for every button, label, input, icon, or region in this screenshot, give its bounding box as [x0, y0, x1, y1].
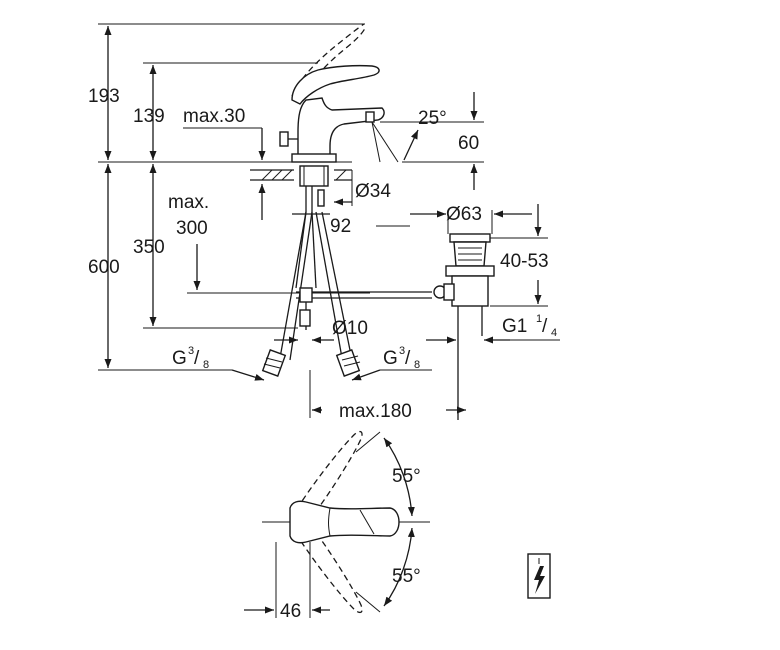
supply-hoses: [279, 186, 432, 361]
svg-text:/: /: [542, 316, 548, 337]
svg-text:/: /: [405, 348, 411, 369]
dimension-max30: max.30: [183, 106, 266, 220]
faucet-base: [291, 153, 337, 163]
label-40-53: 40-53: [500, 251, 549, 272]
label-600: 600: [88, 257, 120, 278]
dimension-40-53: 40-53: [490, 204, 549, 307]
dimension-55-degree-bottom: 55°: [355, 527, 421, 613]
dimension-600: 600: [88, 164, 232, 371]
svg-text:/: /: [194, 348, 200, 369]
faucet-lever-top: [289, 500, 400, 544]
label-max300-line2: 300: [176, 218, 208, 239]
label-92: 92: [330, 216, 351, 237]
dimension-25-degree: 25°: [371, 108, 447, 163]
thread-g114: G1 1 / 4: [426, 313, 560, 344]
dimension-46: 46: [244, 542, 330, 622]
label-139: 139: [133, 106, 165, 127]
label-60: 60: [458, 133, 479, 154]
dimension-193: 193: [88, 23, 365, 160]
svg-text:G: G: [172, 348, 187, 369]
svg-text:G1: G1: [502, 316, 527, 337]
dimension-55-degree-top: 55°: [355, 431, 421, 517]
dimension-max180: max.180: [309, 370, 466, 422]
faucet-top-view: [262, 430, 430, 614]
thread-left-base: G: [172, 348, 187, 369]
label-dia34: Ø34: [355, 181, 391, 202]
dimension-92: 92: [330, 216, 351, 237]
hose-connector-right: [335, 349, 361, 377]
svg-text:G: G: [383, 348, 398, 369]
dimension-139: 139: [133, 62, 318, 160]
faucet-side-view: [279, 23, 385, 163]
thread-g114-base: G1: [502, 316, 527, 337]
thread-left-num: 3: [188, 345, 194, 357]
thread-left-den: 8: [203, 359, 209, 371]
thread-right-den: 8: [414, 359, 420, 371]
dimension-dia34: Ø34: [334, 170, 391, 206]
label-46: 46: [280, 601, 301, 622]
electrical-hazard-icon: [527, 553, 551, 599]
dimension-350: 350: [133, 164, 298, 329]
thread-g38-left: G 3 / 8: [172, 345, 265, 381]
dimension-dia63: Ø63: [376, 204, 532, 234]
waste-drain: [433, 233, 495, 420]
countertop-section: [250, 165, 352, 187]
thread-right-base: G: [383, 348, 398, 369]
thread-right-num: 3: [399, 345, 405, 357]
label-max180: max.180: [339, 401, 412, 422]
label-max30: max.30: [183, 106, 245, 127]
faucet-body: [297, 97, 385, 159]
faucet-lever: [291, 64, 380, 105]
label-350: 350: [133, 237, 165, 258]
thread-g38-right: G 3 / 8: [351, 345, 432, 381]
dimension-60: 60: [380, 92, 484, 190]
label-dia10: Ø10: [332, 318, 368, 339]
hose-connector-left: [261, 349, 287, 377]
thread-g114-num: 1: [536, 313, 542, 325]
dimension-dia10: Ø10: [274, 318, 368, 344]
label-dia63: Ø63: [446, 204, 482, 225]
label-193: 193: [88, 86, 120, 107]
dimension-max300: max. 300: [168, 192, 370, 294]
thread-g114-den: 4: [551, 327, 557, 339]
label-25-degree: 25°: [418, 108, 447, 129]
label-max300-line1: max.: [168, 192, 209, 213]
label-55-bottom: 55°: [392, 566, 421, 587]
label-55-top: 55°: [392, 466, 421, 487]
